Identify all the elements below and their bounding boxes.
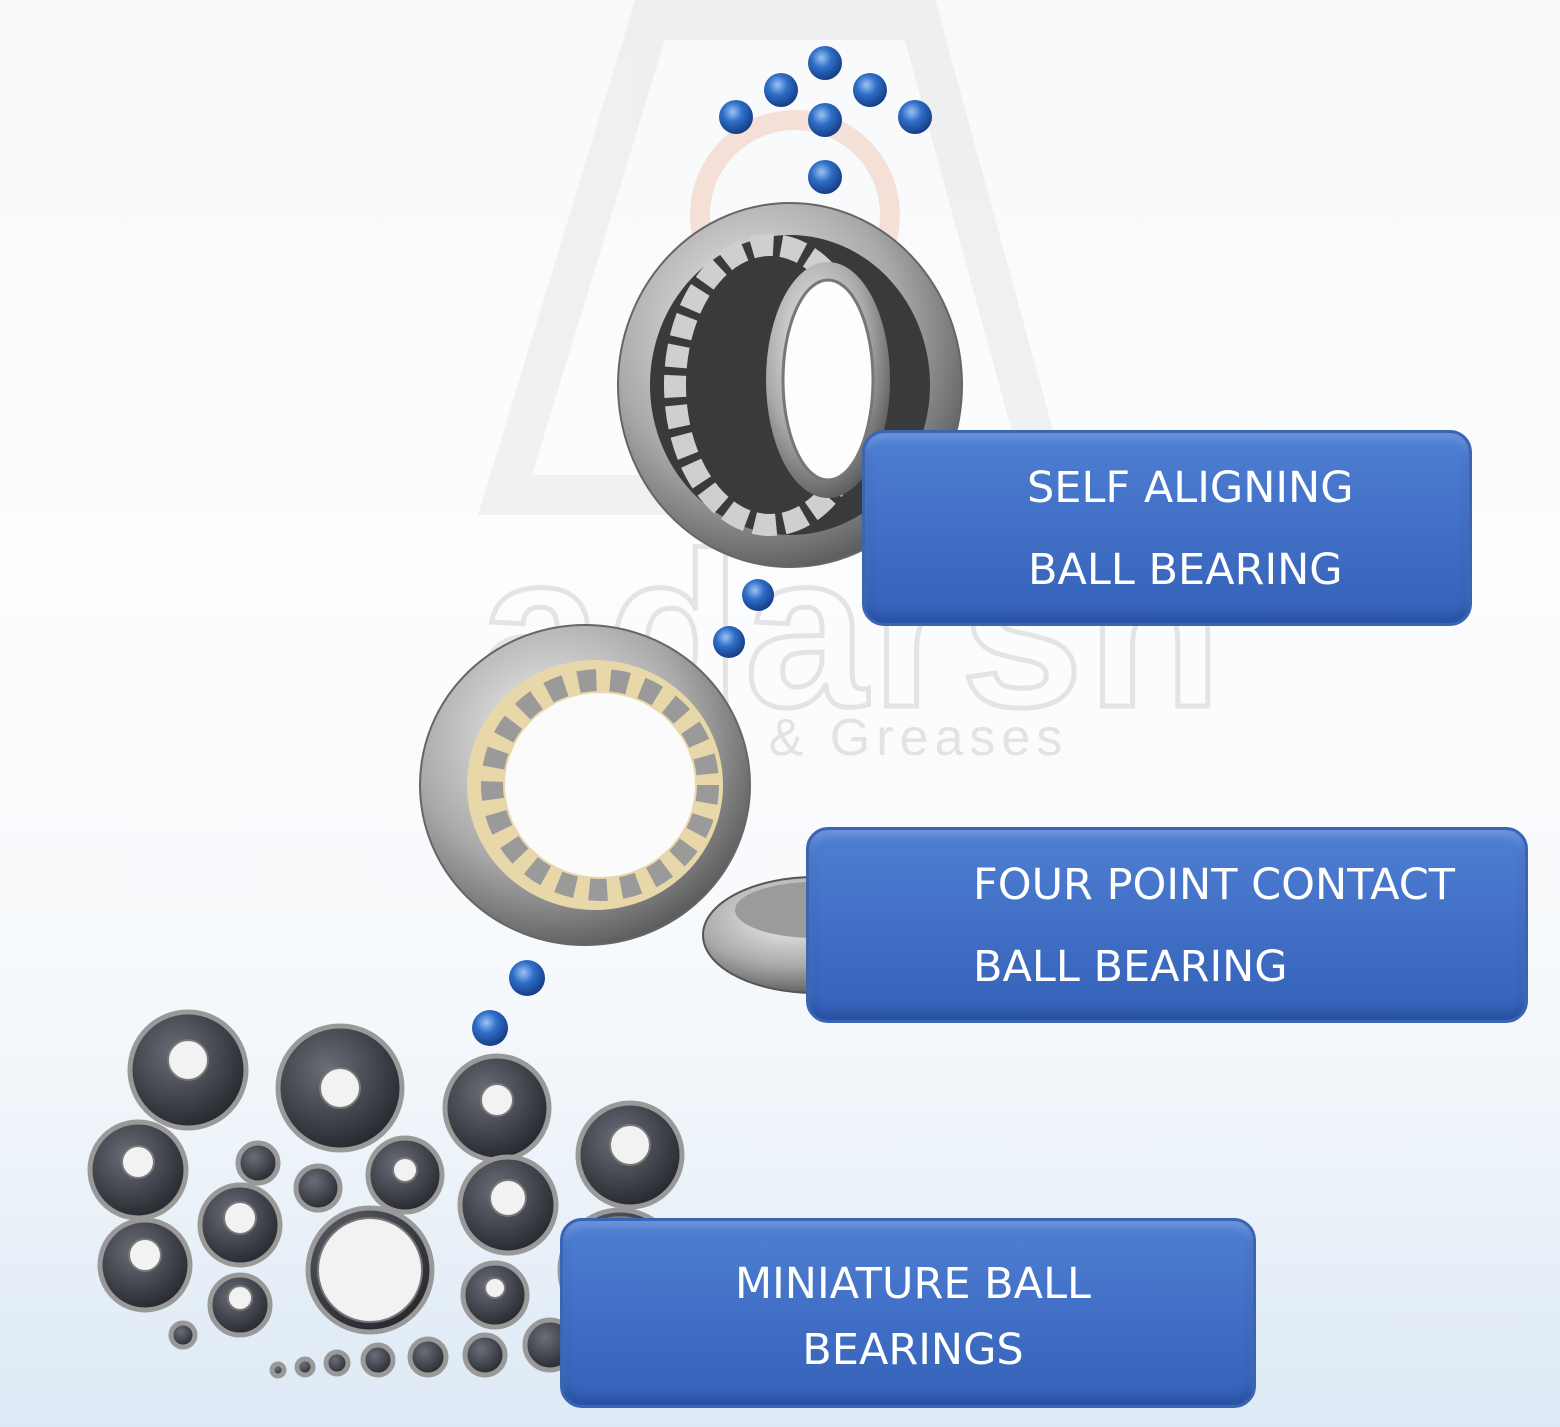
ball-icon <box>898 100 932 134</box>
label-self-aligning-ball-bearing: SELF ALIGNING BALL BEARING <box>862 430 1472 626</box>
label-line-2: BEARINGS <box>802 1325 1024 1375</box>
decorative-balls <box>472 46 932 1046</box>
ball-icon <box>742 579 774 611</box>
ball-icon <box>472 1010 508 1046</box>
label-line-2: BALL BEARING <box>1028 545 1343 595</box>
label-miniature-ball-bearings: MINIATURE BALL BEARINGS <box>560 1218 1256 1408</box>
label-line-2: BALL BEARING <box>973 942 1288 992</box>
label-four-point-contact-ball-bearing: FOUR POINT CONTACT BALL BEARING <box>806 827 1528 1023</box>
ball-icon <box>808 46 842 80</box>
ball-icon <box>509 960 545 996</box>
ball-icon <box>853 73 887 107</box>
label-line-1: FOUR POINT CONTACT <box>973 860 1456 910</box>
ball-icon <box>764 73 798 107</box>
label-line-1: SELF ALIGNING <box>1027 463 1354 513</box>
label-line-1: MINIATURE BALL <box>735 1259 1091 1309</box>
ball-icon <box>808 103 842 137</box>
ball-icon <box>719 100 753 134</box>
ball-icon <box>713 626 745 658</box>
ball-icon <box>808 160 842 194</box>
